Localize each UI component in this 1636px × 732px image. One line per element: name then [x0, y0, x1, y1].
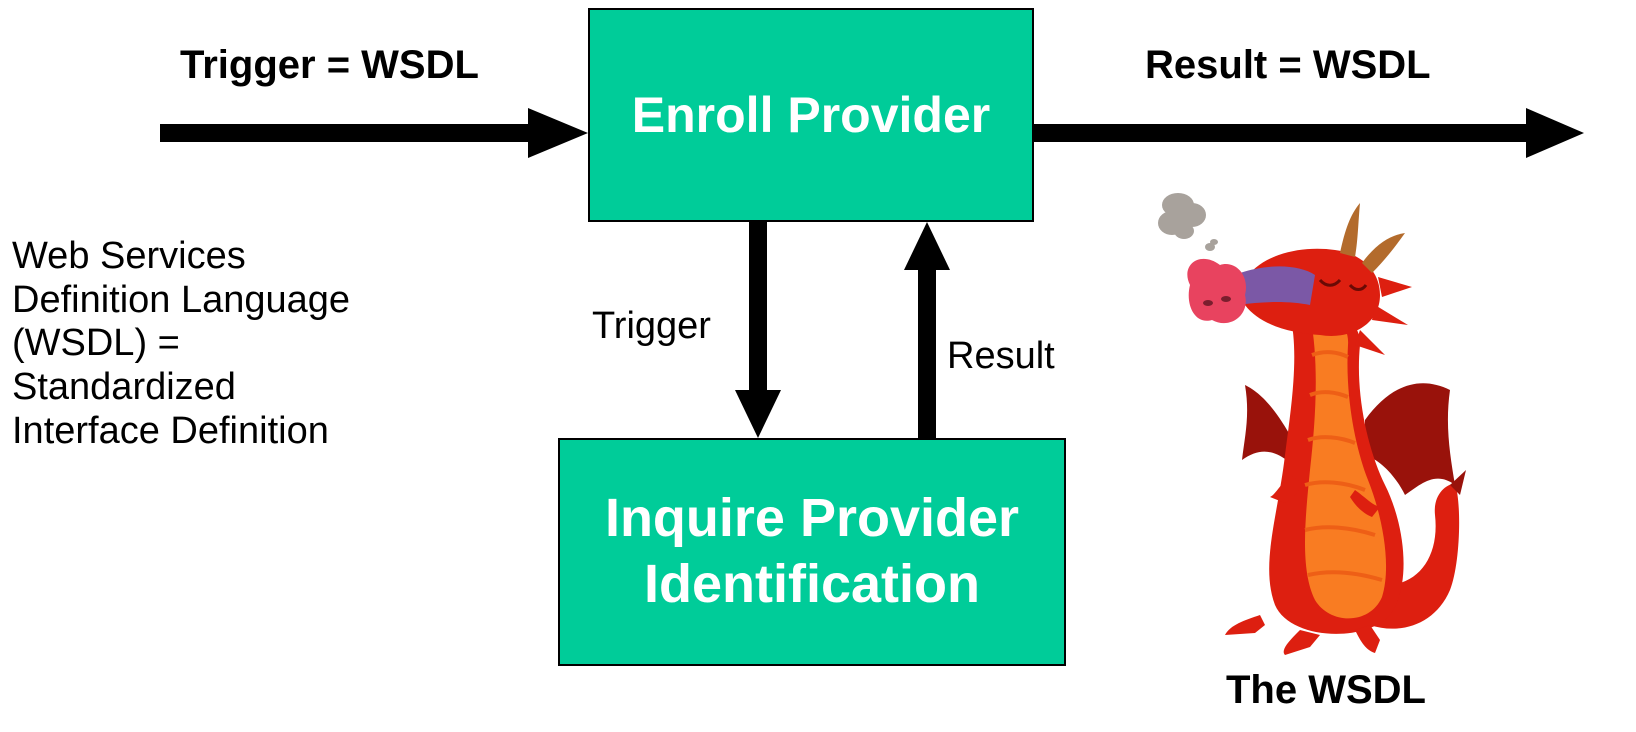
- result-up-arrow: [904, 222, 950, 438]
- inquire-provider-box: Inquire Provider Identification: [558, 438, 1066, 666]
- input-arrow: [160, 108, 588, 158]
- definition-line: (WSDL) =: [12, 322, 180, 365]
- dragon-icon: [1158, 193, 1466, 655]
- inquire-provider-label-line1: Inquire Provider: [604, 488, 1020, 549]
- definition-line: Interface Definition: [12, 409, 329, 452]
- inquire-provider-label-line2: Identification: [644, 554, 980, 614]
- enroll-provider-label: Enroll Provider: [631, 87, 991, 143]
- wsdl-definition-text: Web Services Definition Language (WSDL) …: [12, 235, 442, 453]
- definition-line: Standardized: [12, 366, 236, 409]
- result-label: Result: [947, 335, 1055, 377]
- trigger-label: Trigger: [592, 305, 711, 347]
- result-wsdl-label: Result = WSDL: [1145, 43, 1431, 87]
- enroll-provider-box: Enroll Provider: [588, 8, 1034, 222]
- trigger-wsdl-label: Trigger = WSDL: [180, 43, 479, 87]
- definition-line: Definition Language: [12, 278, 351, 321]
- dragon-caption: The WSDL: [1226, 668, 1426, 712]
- output-arrow: [1034, 108, 1584, 158]
- definition-line: Web Services: [12, 235, 246, 277]
- smoke-icon: [1158, 193, 1218, 251]
- trigger-down-arrow: [735, 222, 781, 438]
